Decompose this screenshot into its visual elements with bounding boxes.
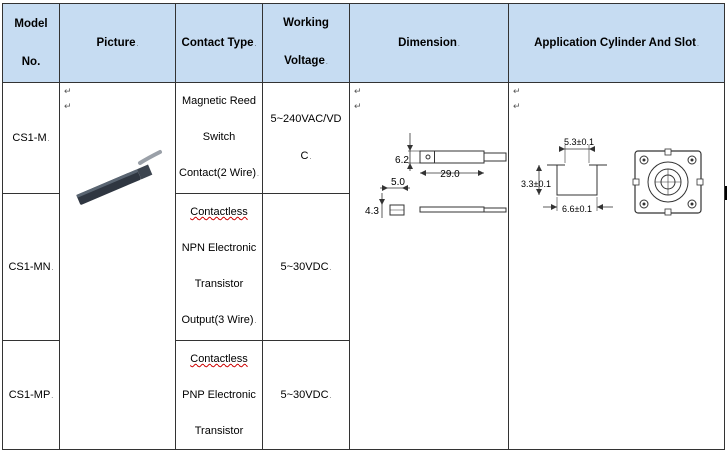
header-model-line2: No. (21, 56, 41, 68)
contact-cell: Contactless PNP Electronic Transistor (175, 340, 263, 450)
header-voltage-line1: Working (283, 17, 329, 29)
header-contact-type: Contact Type. (175, 3, 263, 83)
cell-mark: . (696, 41, 699, 48)
cell-mark: . (329, 265, 332, 272)
contact-line: Switch (202, 131, 236, 143)
voltage-line: 5~30VDC (280, 261, 329, 273)
slot-bottom-label: 6.6±0.1 (562, 204, 592, 214)
para-mark: ↵ (513, 101, 521, 111)
contact-line: Contact(2 Wire) (179, 167, 257, 179)
header-application: Application Cylinder And Slot. (508, 3, 725, 83)
application-cell: ↵ ↵ 5.3±0.1 3.3±0.1 (508, 82, 725, 450)
model-cell: CS1-MP. (2, 340, 60, 450)
header-application-label: Application Cylinder And Slot (534, 37, 696, 49)
para-mark: ↵ (354, 101, 362, 111)
contact-cell: Contactless NPN Electronic Transistor Ou… (175, 193, 263, 341)
dim-height-label: 6.2 (395, 155, 409, 166)
table-row: CS1-MN. Contactless NPN Electronic Trans… (2, 193, 725, 341)
voltage-cell: 5~240VAC/VD C. (262, 82, 350, 194)
dim-width-label: 5.0 (391, 177, 405, 188)
contact-line: Contactless (190, 353, 248, 365)
picture-cell: ↵ ↵ (59, 82, 176, 450)
sensor-photo (76, 150, 162, 205)
para-mark: ↵ (354, 86, 362, 96)
dimension-drawing: 6.2 29.0 5.0 4.3 (365, 133, 507, 218)
model-no: CS1-MP (8, 389, 51, 401)
spec-table: Model No. Picture. Contact Type. Working… (2, 3, 725, 450)
cell-mark: . (51, 265, 54, 272)
table-row: CS1-M. ↵ ↵ Magnetic Reed Switch Contact(… (2, 82, 725, 450)
para-mark: ↵ (513, 86, 521, 96)
slot-top-label: 5.3±0.1 (564, 137, 594, 147)
cell-mark: . (47, 136, 50, 143)
voltage-line: 5~30VDC (280, 389, 329, 401)
model-no: CS1-MN (8, 261, 51, 273)
slot-drawing: 5.3±0.1 3.3±0.1 6.6±0.1 (521, 137, 704, 216)
voltage-line: 5~240VAC/VD (270, 112, 342, 125)
cell-mark: . (457, 41, 460, 48)
cell-mark: . (254, 318, 257, 325)
header-picture-label: Picture (96, 37, 136, 49)
header-voltage-line2: Voltage (284, 55, 325, 67)
voltage-cell: 5~30VDC. (262, 193, 350, 341)
header-row: Model No. Picture. Contact Type. Working… (2, 3, 725, 83)
cell-mark: . (325, 59, 328, 66)
contact-line: Contactless (190, 206, 248, 218)
header-model: Model No. (2, 3, 60, 83)
cell-mark: . (329, 393, 332, 400)
header-dimension-label: Dimension (398, 37, 457, 49)
cell-mark: . (254, 41, 257, 48)
cell-mark: . (136, 41, 139, 48)
model-cell: CS1-M. (2, 82, 60, 194)
voltage-cell: 5~30VDC. (262, 340, 350, 450)
header-voltage: Working Voltage. (262, 3, 350, 83)
header-model-line1: Model (14, 18, 48, 30)
para-mark: ↵ (64, 86, 72, 96)
contact-line: Transistor (194, 425, 244, 437)
contact-line: Transistor (194, 278, 244, 290)
dimension-cell: ↵ ↵ 6.2 (349, 82, 509, 450)
contact-line: NPN Electronic (181, 242, 257, 254)
para-mark: ↵ (64, 101, 72, 111)
header-dimension: Dimension. (349, 3, 509, 83)
page-edge-marker (725, 186, 727, 200)
model-no: CS1-M (12, 132, 47, 144)
cell-mark: . (309, 153, 312, 161)
dim-section-label: 4.3 (365, 206, 379, 217)
header-picture: Picture. (59, 3, 176, 83)
voltage-line: C (300, 149, 309, 162)
cell-mark: . (257, 171, 259, 178)
contact-line: Magnetic Reed (182, 95, 256, 107)
contact-cell: Magnetic Reed Switch Contact(2 Wire). (175, 82, 263, 194)
contact-line: PNP Electronic (182, 389, 256, 401)
header-contact-label: Contact Type (181, 37, 254, 49)
contact-line: Output(3 Wire) (181, 314, 254, 326)
slot-side-label: 3.3±0.1 (521, 179, 551, 189)
cell-mark: . (51, 393, 54, 400)
model-cell: CS1-MN. (2, 193, 60, 341)
dim-length-label: 29.0 (440, 169, 460, 180)
